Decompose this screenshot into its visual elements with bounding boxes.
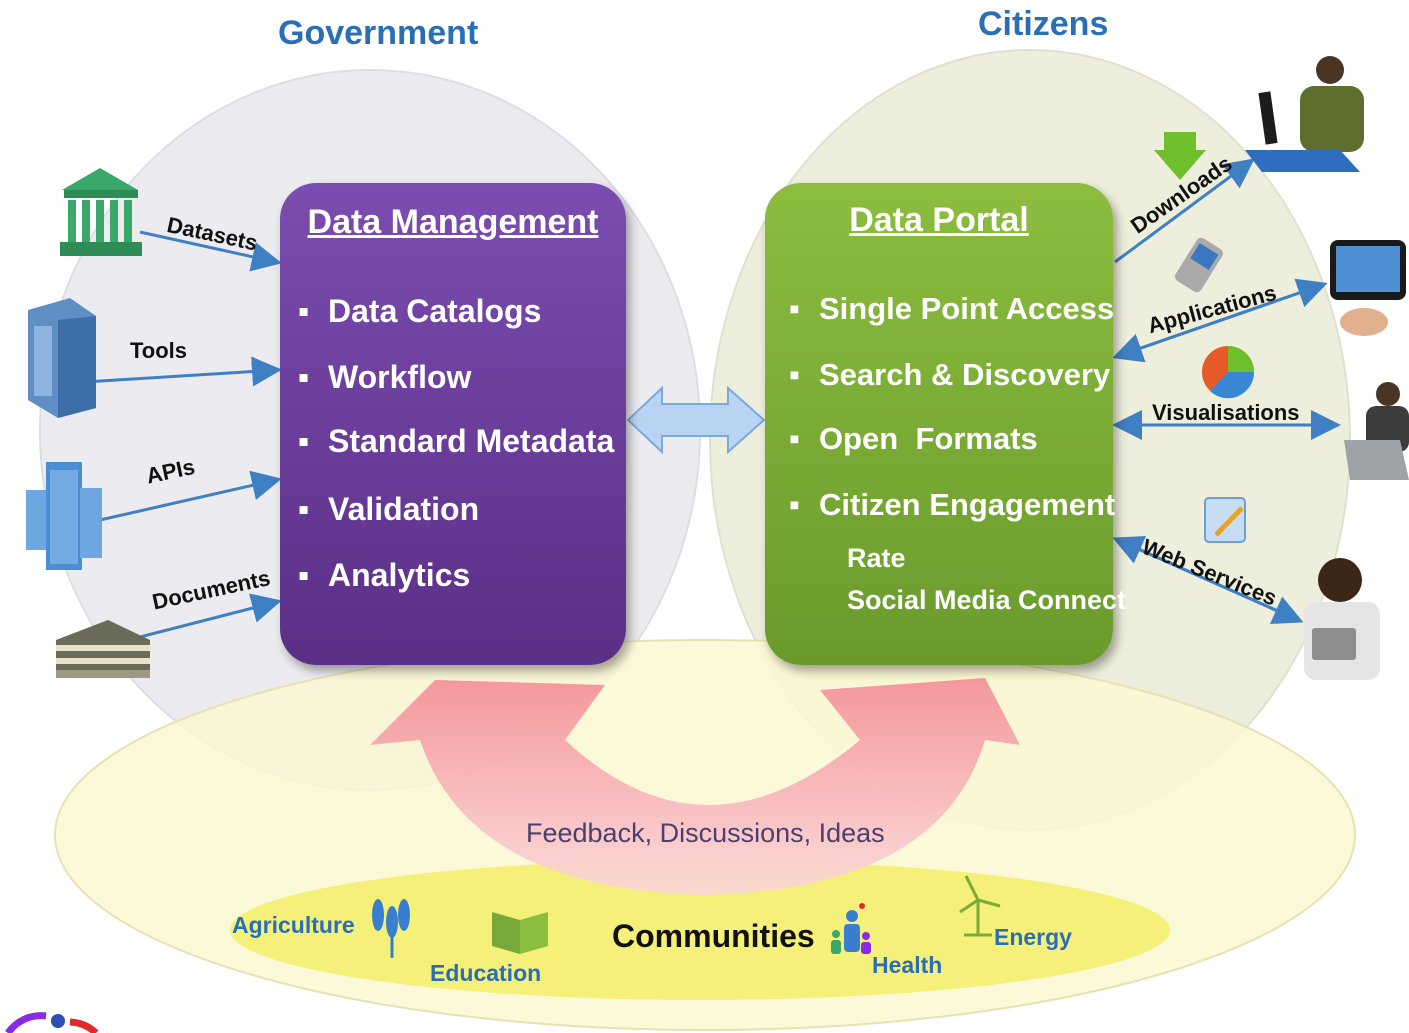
person-laptop-icon	[1245, 56, 1364, 172]
data-portal-title: Data Portal	[849, 201, 1029, 239]
tools-arrow	[84, 356, 282, 387]
community-education: Education	[430, 960, 542, 986]
webservices-arrow-in	[1112, 536, 1299, 622]
wind-turbine-icon	[959, 875, 1001, 937]
exchange-arrow	[626, 385, 766, 455]
community-health: Health	[872, 952, 943, 978]
community-inner-ellipse	[230, 860, 1170, 1000]
man-laptop-icon	[1344, 382, 1409, 480]
citizens-title: Citizens	[978, 5, 1109, 43]
data-management-item: ▪Analytics	[298, 557, 471, 593]
data-portal-subitem: Social Media Connect	[847, 585, 1127, 615]
data-management-item: ▪Standard Metadata	[298, 423, 615, 459]
communities-label: Communities	[612, 918, 815, 954]
downloads-arrow	[1114, 158, 1255, 264]
government-title: Government	[278, 14, 479, 52]
tools-label: Tools	[130, 338, 188, 363]
data-portal-item: ▪Citizen Engagement	[789, 487, 1116, 522]
data-management-item: ▪Workflow	[298, 359, 472, 395]
data-portal-item: ▪Search & Discovery	[789, 357, 1111, 392]
data-management-title: Data Management	[307, 203, 599, 241]
data-portal-box: Data Portal ▪Single Point Access ▪Search…	[765, 183, 1126, 665]
community-energy: Energy	[994, 924, 1072, 950]
logo-icon	[5, 1012, 99, 1033]
data-portal-item: ▪Open Formats	[789, 421, 1038, 456]
building-icon	[28, 298, 96, 418]
data-management-box: Data Management ▪Data Catalogs ▪Workflow…	[280, 183, 626, 665]
data-portal-subitem: Rate	[847, 543, 906, 573]
visualisations-label: Visualisations	[1152, 400, 1300, 425]
data-portal-item: ▪Single Point Access	[789, 291, 1115, 326]
office-tower-icon	[26, 462, 102, 570]
feedback-arrow	[370, 678, 1020, 895]
warehouse-icon	[56, 620, 150, 678]
documents-arrow	[139, 593, 282, 639]
pie-chart-icon	[1202, 346, 1255, 399]
download-icon	[1154, 132, 1206, 180]
feedback-label: Feedback, Discussions, Ideas	[526, 818, 885, 848]
data-management-item: ▪Validation	[298, 491, 480, 527]
mobile-phone-icon	[1174, 237, 1224, 293]
datasets-arrow	[139, 230, 282, 272]
applications-arrow-in	[1112, 283, 1323, 363]
woman-tablet-icon	[1304, 558, 1380, 680]
web-services-icon	[1204, 497, 1246, 543]
book-icon	[492, 912, 548, 954]
wheat-icon	[372, 899, 410, 958]
family-icon	[831, 903, 871, 954]
bank-icon	[60, 168, 142, 256]
apis-arrow	[99, 470, 282, 522]
data-management-item: ▪Data Catalogs	[298, 293, 542, 329]
tablet-hand-icon	[1330, 240, 1406, 336]
community-agriculture: Agriculture	[232, 912, 355, 938]
